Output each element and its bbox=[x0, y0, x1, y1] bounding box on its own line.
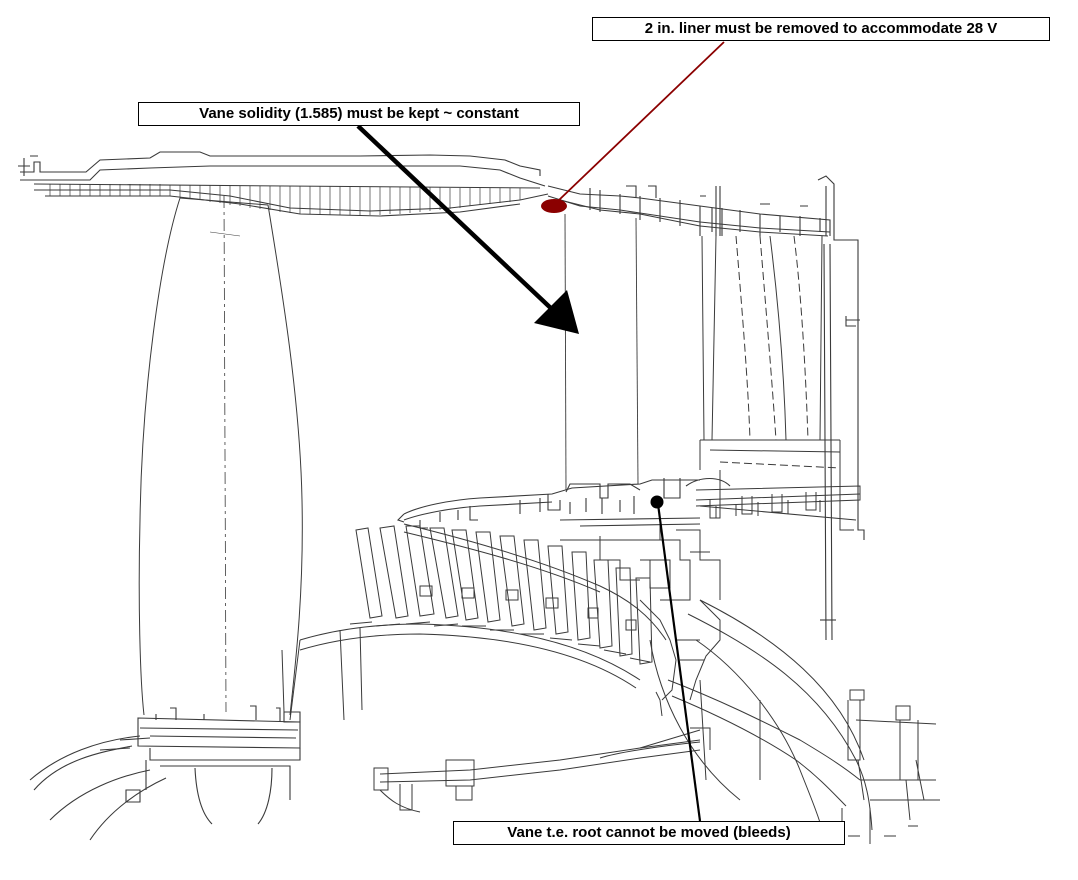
splitter bbox=[396, 477, 731, 529]
solidity-annotation: Vane solidity (1.585) must be kept ~ con… bbox=[138, 102, 580, 126]
fan-exit-vanes bbox=[695, 235, 861, 531]
solidity-arrowhead bbox=[534, 290, 579, 334]
root-marker bbox=[650, 495, 664, 509]
solidity-arrow-shaft bbox=[356, 124, 558, 315]
liner-annotation: 2 in. liner must be removed to accommoda… bbox=[592, 17, 1050, 41]
liner-marker bbox=[541, 199, 567, 213]
core-structure bbox=[560, 520, 861, 807]
core-vanes bbox=[281, 523, 667, 721]
liner-leader-line bbox=[558, 41, 725, 201]
vane-root-annotation: Vane t.e. root cannot be moved (bleeds) bbox=[453, 821, 845, 845]
root-pointer bbox=[650, 495, 702, 822]
stage-lines bbox=[564, 213, 639, 491]
outer-casing bbox=[18, 151, 865, 641]
shaft bbox=[373, 727, 711, 813]
solidity-arrow bbox=[356, 124, 579, 334]
liner-callout-leader bbox=[541, 41, 725, 213]
bypass-duct bbox=[687, 599, 940, 844]
root-leader-line bbox=[656, 503, 702, 822]
fan-blade bbox=[138, 195, 303, 716]
fan-hub bbox=[29, 705, 301, 841]
